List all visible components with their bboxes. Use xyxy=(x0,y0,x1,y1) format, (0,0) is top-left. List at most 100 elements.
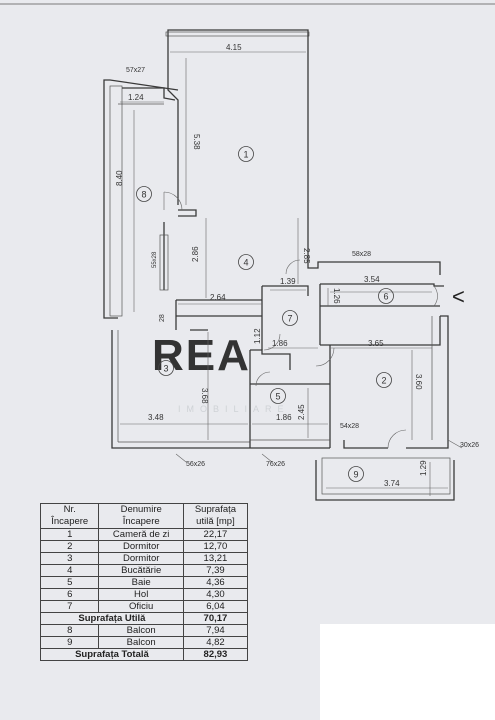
area-table: Nr. Încapere Denumire Încapere Suprafața… xyxy=(39,503,249,661)
cell-nr: 7 xyxy=(39,600,100,613)
dim-office-186: 1.86 xyxy=(272,339,288,348)
dim-balcony9-depth: 1.29 xyxy=(419,460,428,476)
dim-balcony8-length: 8.40 xyxy=(115,170,124,186)
cell-nr: 3 xyxy=(39,552,100,565)
cell-nr: 2 xyxy=(39,540,100,553)
dim-window-56: 56x26 xyxy=(186,461,205,468)
walls xyxy=(103,29,455,501)
entrance-arrow-icon: < xyxy=(452,284,465,309)
room-8-label: 8 xyxy=(141,190,146,200)
cell-nr: 4 xyxy=(39,564,100,577)
cell-area: 7,39 xyxy=(182,564,249,577)
cell-nr: 9 xyxy=(39,636,100,649)
room-7-label: 7 xyxy=(287,314,292,324)
cell-name: Hol xyxy=(98,588,184,601)
doors xyxy=(163,191,438,449)
dim-living-width: 4.15 xyxy=(226,43,242,52)
dim-window-57: 57x27 xyxy=(126,67,145,74)
dimension-labels: 4.15 5.38 1.24 8.40 57x27 58x28 55x28 2.… xyxy=(115,43,479,488)
dim-balcony8-width: 1.24 xyxy=(128,93,144,102)
dim-hall-354: 3.54 xyxy=(364,275,380,284)
dim-bath-245: 2.45 xyxy=(297,404,306,420)
dim-kitchen-length: 2.86 xyxy=(191,246,200,262)
cell-name: Balcon xyxy=(98,624,184,637)
cell-nr: 6 xyxy=(39,588,100,601)
dim-room3-depth: 3.68 xyxy=(200,388,209,404)
subtotal-label: Suprafața Utilă xyxy=(40,612,184,625)
cell-area: 22,17 xyxy=(182,528,249,541)
dim-kitchen-width: 2.64 xyxy=(210,293,226,302)
room-6-label: 6 xyxy=(383,292,388,302)
dim-kitchen-28: 28 xyxy=(159,314,166,322)
total-value: 82,93 xyxy=(182,648,249,661)
room-7-circle xyxy=(282,310,298,326)
cell-name: Balcon xyxy=(98,636,184,649)
room-markers: 1 2 3 4 5 6 7 8 9 xyxy=(136,146,394,482)
header-nr: Nr. Încapere xyxy=(39,503,100,529)
room-8-circle xyxy=(136,186,152,202)
cell-name: Dormitor xyxy=(98,552,184,565)
header-area: Suprafața utilă [mp] xyxy=(182,503,249,529)
room-9-label: 9 xyxy=(353,470,358,480)
room-1-circle xyxy=(238,146,254,162)
dim-window-76: 76x26 xyxy=(266,461,285,468)
dim-office-112: 1.12 xyxy=(253,328,262,344)
cell-area: 7,94 xyxy=(182,624,249,637)
cell-area: 6,04 xyxy=(182,600,249,613)
cell-name: Bucătărie xyxy=(98,564,184,577)
dim-window-58: 58x28 xyxy=(352,251,371,258)
room-4-circle xyxy=(238,254,254,270)
dim-room2-width: 3.65 xyxy=(368,339,384,348)
room-4-label: 4 xyxy=(243,258,248,268)
dim-room2-depth: 3.60 xyxy=(414,374,423,390)
watermark-logo: REA xyxy=(152,331,251,380)
dim-living-depth: 5.38 xyxy=(192,134,201,150)
cell-name: Oficiu xyxy=(98,600,184,613)
cell-area: 4,36 xyxy=(182,576,249,589)
room-9-circle xyxy=(348,466,364,482)
cell-name: Baie xyxy=(98,576,184,589)
subtotal-value: 70,17 xyxy=(182,612,249,625)
cell-nr: 5 xyxy=(39,576,100,589)
room-2-circle xyxy=(376,372,392,388)
dimension-lines xyxy=(120,51,463,496)
dim-hall-139: 1.39 xyxy=(280,277,296,286)
dim-window-55: 55x28 xyxy=(152,251,158,268)
room-5-label: 5 xyxy=(275,392,280,402)
cell-area: 13,21 xyxy=(182,552,249,565)
dim-balcony9-width: 3.74 xyxy=(384,479,400,488)
dim-window-30: 30x26 xyxy=(460,442,479,449)
dim-hall-126: 1.26 xyxy=(332,288,341,304)
room-2-label: 2 xyxy=(381,376,386,386)
room-6-circle xyxy=(378,288,394,304)
dim-bath-186: 1.86 xyxy=(276,413,292,422)
cell-nr: 1 xyxy=(39,528,100,541)
blank-overlay xyxy=(320,624,495,720)
cell-name: Cameră de zi xyxy=(98,528,184,541)
room-1-label: 1 xyxy=(243,150,248,160)
cell-area: 4,82 xyxy=(182,636,249,649)
room-3-label: 3 xyxy=(163,364,168,374)
table-header-row: Nr. Încapere Denumire Încapere Suprafața… xyxy=(39,503,249,529)
cell-area: 4,30 xyxy=(182,588,249,601)
total-label: Suprafața Totală xyxy=(40,648,184,661)
watermark-subtitle: IMOBILIARE xyxy=(178,404,290,414)
dim-hall-285: 2.85 xyxy=(302,248,311,264)
dim-room3-width: 3.48 xyxy=(148,413,164,422)
cell-area: 12,70 xyxy=(182,540,249,553)
cell-name: Dormitor xyxy=(98,540,184,553)
dim-window-54: 54x28 xyxy=(340,423,359,430)
room-5-circle xyxy=(270,388,286,404)
